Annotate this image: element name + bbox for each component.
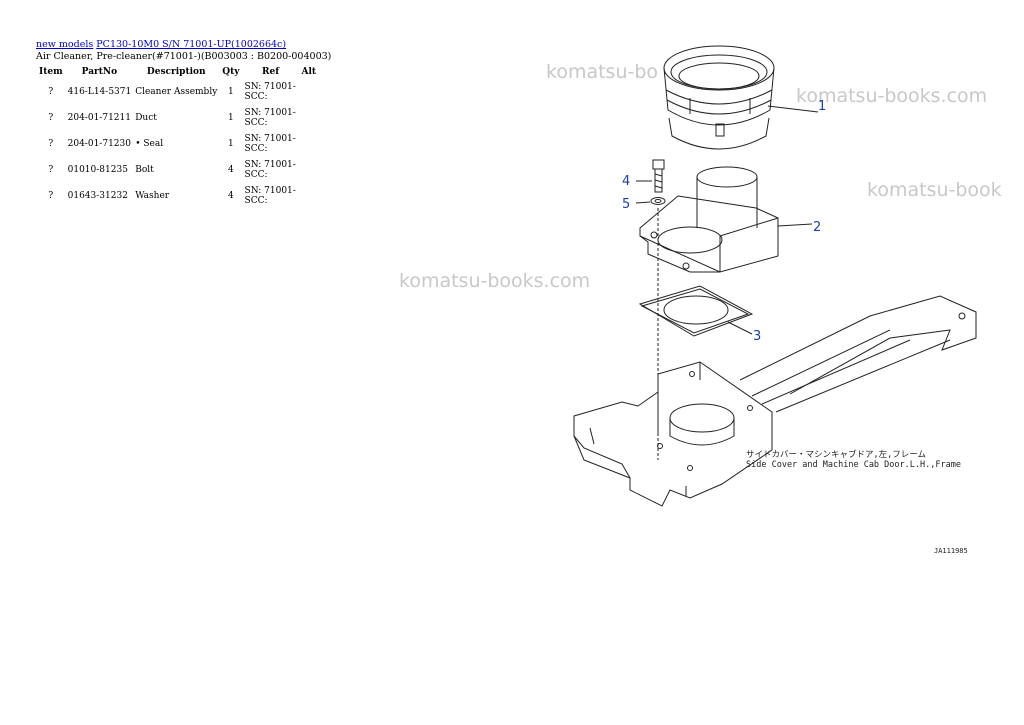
bolt-drawing — [652, 159, 665, 193]
cell-partno: 204-01-71211 — [67, 113, 131, 123]
header-alt: Alt — [301, 67, 317, 77]
cell-description: Duct — [135, 113, 157, 123]
table-row: ? 204-01-71230 • Seal 1 SN: 71001-SCC: — [36, 131, 319, 157]
duct-drawing — [639, 166, 779, 273]
cell-ref: SN: 71001-SCC: — [244, 160, 296, 180]
watermark-top-right: komatsu-books.com — [796, 85, 987, 107]
header-description: Description — [146, 67, 206, 77]
cell-item: ? — [48, 165, 54, 175]
cell-partno: 01010-81235 — [67, 165, 128, 175]
callout-1: 1 — [818, 99, 826, 114]
cell-ref: SN: 71001-SCC: — [244, 186, 296, 206]
diagram-svg: komatsu-bo komatsu-books.com komatsu-boo… — [399, 45, 1002, 555]
cell-alt — [299, 105, 320, 131]
breadcrumb: new models PC130-10M0 S/N 71001-UP(10026… — [36, 38, 326, 51]
watermark-top: komatsu-bo — [546, 61, 658, 83]
callout-3: 3 — [753, 329, 761, 344]
cell-alt — [299, 131, 320, 157]
cell-alt — [299, 79, 320, 105]
cell-ref: SN: 71001-SCC: — [244, 108, 296, 128]
cell-alt — [299, 183, 320, 209]
page-title: Air Cleaner, Pre-cleaner(#71001-)(B00300… — [36, 51, 332, 62]
parts-table: Item PartNo Description Qty Ref Alt ? 41… — [36, 65, 319, 209]
cleaner-assembly-drawing — [663, 45, 775, 150]
leader-lines — [635, 105, 819, 335]
cell-description: Cleaner Assembly — [135, 87, 218, 97]
cell-partno: 204-01-71230 — [67, 139, 131, 149]
header-partno: PartNo — [81, 67, 118, 77]
callout-5: 5 — [622, 197, 630, 212]
header-qty: Qty — [222, 67, 240, 77]
cell-qty: 1 — [228, 139, 234, 149]
table-header-row: Item PartNo Description Qty Ref Alt — [36, 65, 319, 79]
table-row: ? 01643-31232 Washer 4 SN: 71001-SCC: — [36, 183, 319, 209]
callout-4: 4 — [622, 174, 630, 189]
cell-ref: SN: 71001-SCC: — [244, 82, 296, 102]
seal-drawing — [638, 285, 754, 337]
caption-jp: サイドカバー・マシンキャブドア,左,フレーム — [746, 449, 926, 460]
table-row: ? 01010-81235 Bolt 4 SN: 71001-SCC: — [36, 157, 319, 183]
cell-partno: 01643-31232 — [67, 191, 128, 201]
drawing-id: JA111985 — [934, 547, 968, 555]
cell-description: Washer — [135, 191, 170, 201]
cell-partno: 416-L14-5371 — [67, 87, 132, 97]
watermark-right: komatsu-book — [867, 179, 1002, 201]
parts-list-panel: new models PC130-10M0 S/N 71001-UP(10026… — [36, 38, 332, 209]
cell-qty: 4 — [228, 191, 234, 201]
watermark-center: komatsu-books.com — [399, 270, 590, 292]
frame-drawing — [573, 295, 977, 507]
table-row: ? 204-01-71211 Duct 1 SN: 71001-SCC: — [36, 105, 319, 131]
cell-item: ? — [48, 139, 54, 149]
cell-item: ? — [48, 191, 54, 201]
cell-alt — [299, 157, 320, 183]
table-row: ? 416-L14-5371 Cleaner Assembly 1 SN: 71… — [36, 79, 319, 105]
cell-item: ? — [48, 113, 54, 123]
cell-description: • Seal — [135, 139, 164, 149]
header-ref: Ref — [261, 67, 280, 77]
cell-ref: SN: 71001-SCC: — [244, 134, 296, 154]
cell-qty: 1 — [228, 113, 234, 123]
cell-description: Bolt — [135, 165, 154, 175]
cell-qty: 4 — [228, 165, 234, 175]
model-link[interactable]: PC130-10M0 S/N 71001-UP(1002664c) — [96, 39, 287, 50]
callout-2: 2 — [813, 220, 821, 235]
header-item: Item — [39, 67, 63, 77]
exploded-parts-diagram: komatsu-bo komatsu-books.com komatsu-boo… — [390, 40, 1024, 580]
cell-item: ? — [48, 87, 54, 97]
caption-en: Side Cover and Machine Cab Door.L.H.,Fra… — [746, 460, 961, 470]
new-models-link[interactable]: new models — [36, 39, 94, 50]
cell-qty: 1 — [228, 87, 234, 97]
